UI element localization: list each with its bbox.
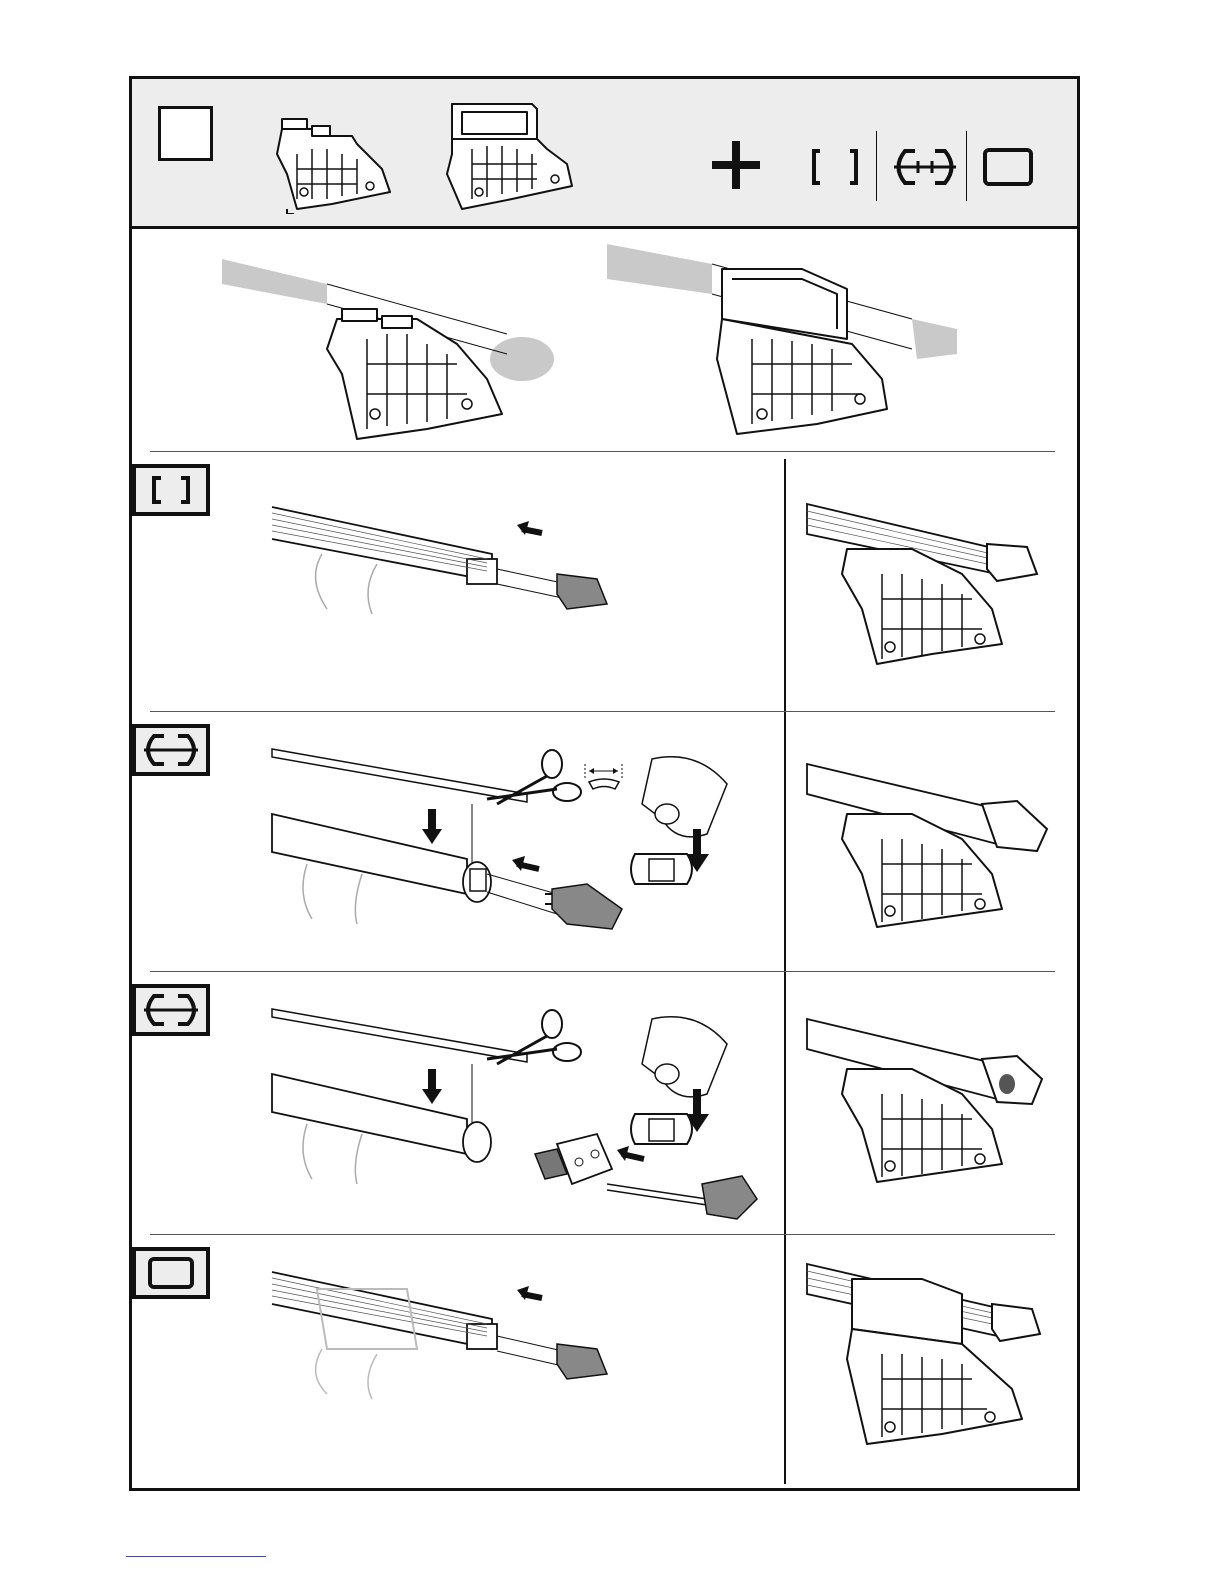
plus-icon — [712, 141, 760, 189]
square-bar-result — [802, 499, 1057, 669]
square-bar-end-cap-assembly — [267, 499, 617, 629]
wingbar-icon — [890, 147, 960, 187]
end-cap — [557, 1344, 607, 1379]
end-cap — [702, 1176, 757, 1219]
wide-square-bar-icon — [982, 147, 1034, 187]
divider — [966, 131, 967, 201]
row-divider — [150, 971, 1055, 972]
wide-square-bar-result — [802, 1259, 1057, 1459]
row-3-profile-badge — [132, 984, 210, 1036]
row-2-profile-badge — [132, 724, 210, 776]
row-divider — [150, 711, 1055, 712]
row-1-profile-badge — [132, 464, 210, 516]
square-bar-icon — [136, 468, 206, 512]
wingbar-adapter-assembly — [267, 1004, 767, 1229]
row-divider — [150, 451, 1055, 452]
hand-icon — [642, 757, 727, 837]
hand-icon — [642, 1017, 727, 1097]
wingbar-result — [802, 759, 1057, 929]
foot-bracket-icon — [262, 114, 397, 214]
wide-square-bar-end-cap-assembly — [267, 1264, 617, 1404]
wingbar-icon — [136, 988, 206, 1032]
wingbar-adapter-result — [802, 1014, 1057, 1184]
step-number-box — [158, 106, 213, 161]
end-cap — [557, 574, 607, 609]
wingbar-strip-cut-assembly — [267, 744, 767, 939]
foot-on-bar-illustration — [217, 254, 562, 444]
instruction-frame — [129, 76, 1080, 1491]
header-panel — [132, 79, 1077, 229]
measure-icon — [585, 764, 622, 789]
foot-with-adapter-on-bar-illustration — [602, 239, 972, 444]
end-cap — [545, 884, 622, 929]
square-bar-icon — [810, 147, 860, 187]
wingbar-icon — [136, 728, 206, 772]
scissors-icon — [487, 1010, 581, 1064]
adapter — [535, 1134, 612, 1184]
scissors-icon — [487, 750, 581, 804]
row-4-profile-badge — [132, 1247, 210, 1299]
row-divider — [150, 1234, 1055, 1235]
foot-with-adapter-icon — [437, 94, 582, 214]
divider — [876, 131, 877, 201]
footer-link-underline[interactable] — [126, 1556, 266, 1557]
wide-square-bar-icon — [136, 1251, 206, 1295]
